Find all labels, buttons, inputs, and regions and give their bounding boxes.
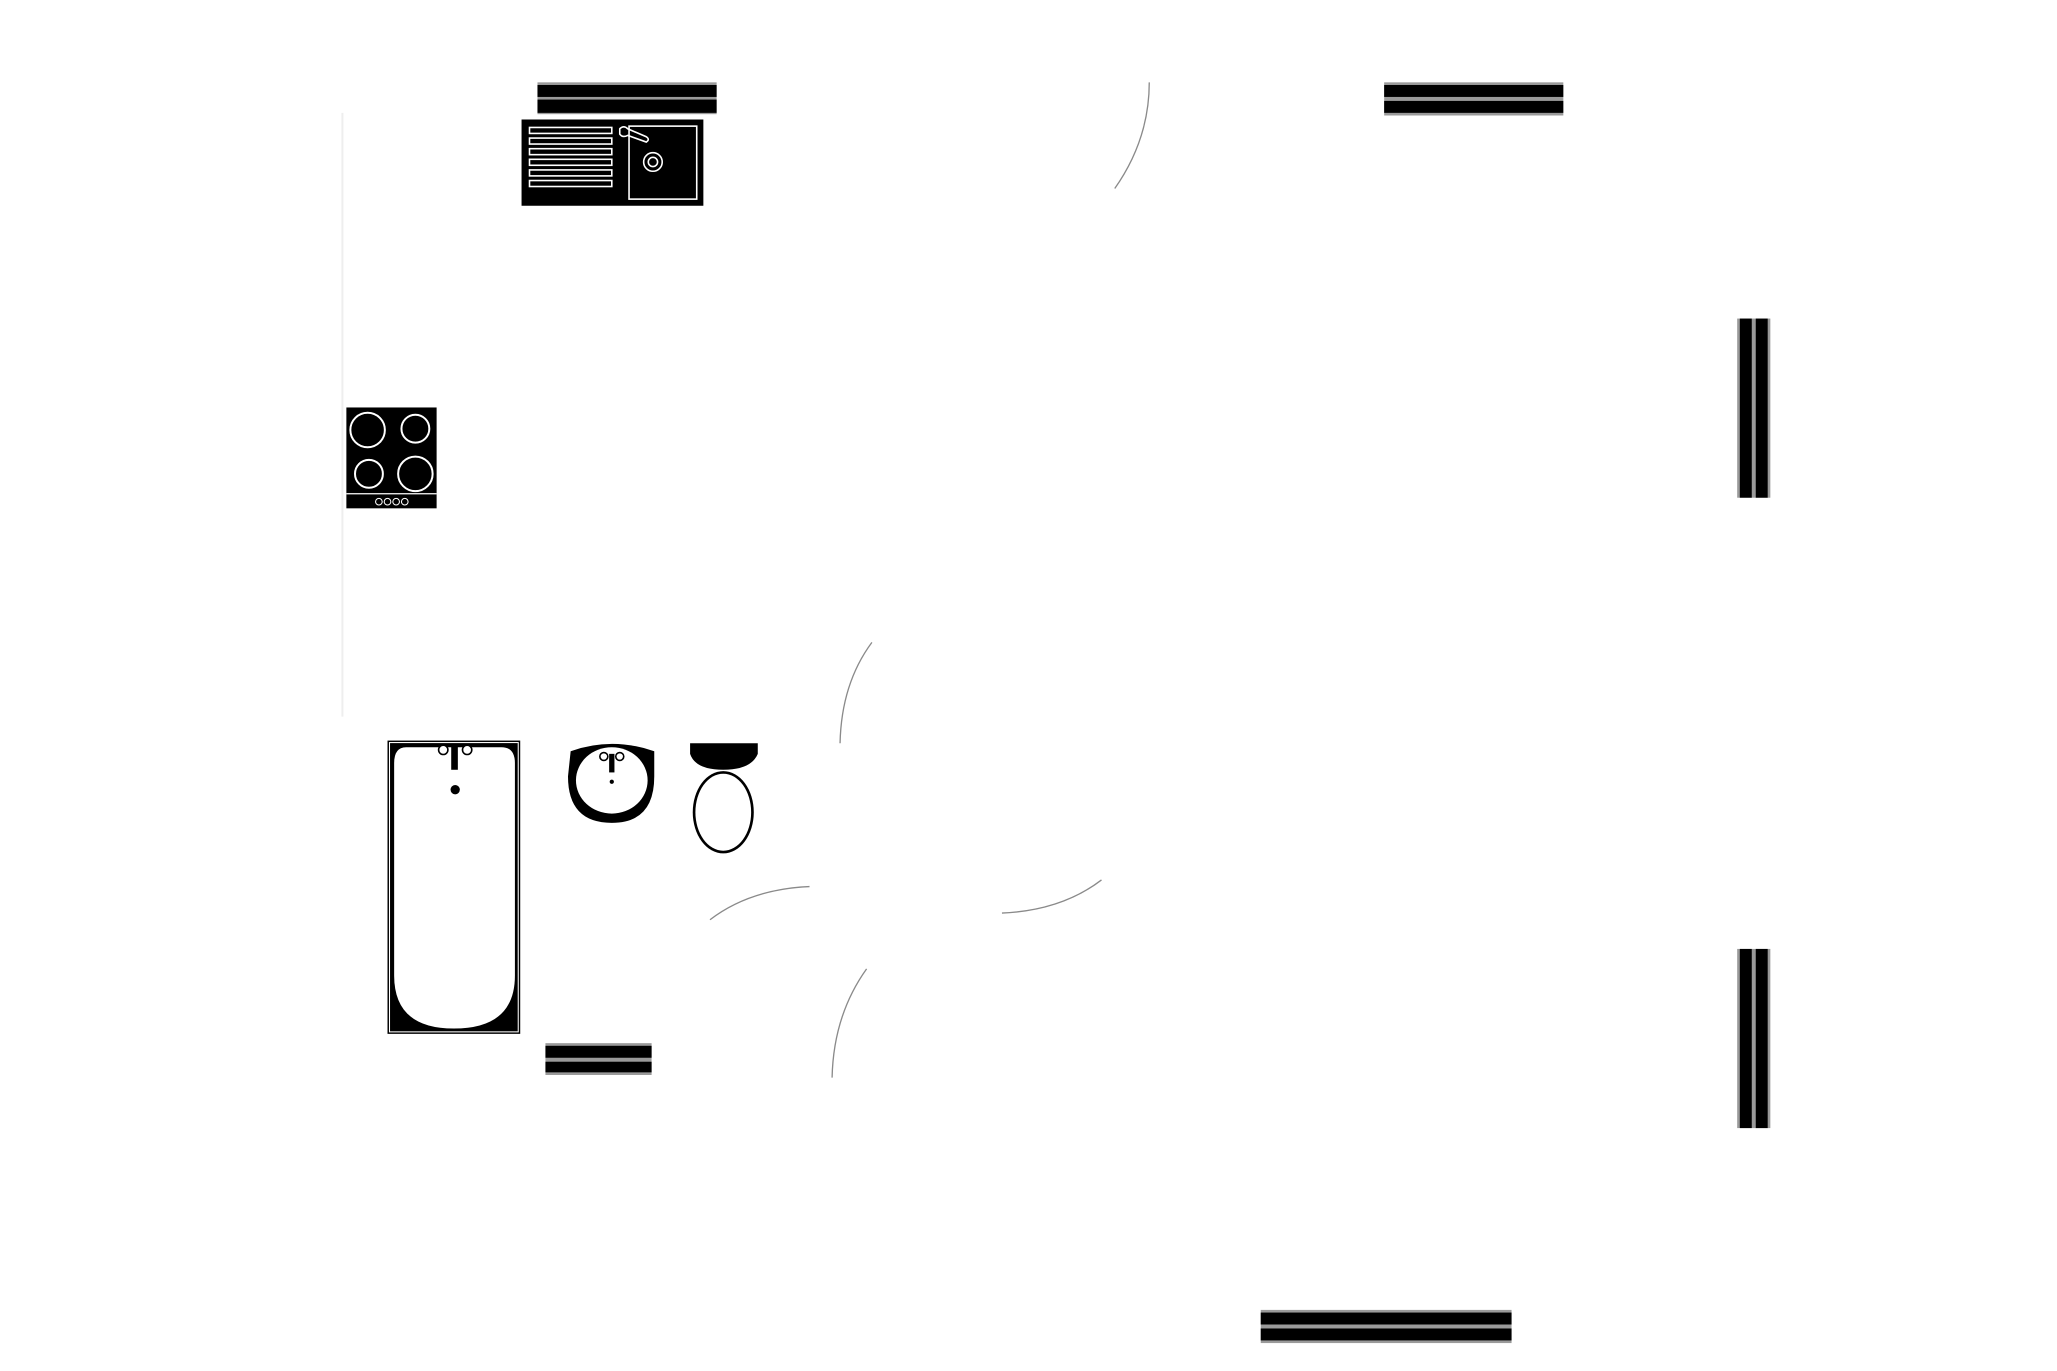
door-arc xyxy=(1001,879,1102,914)
hob-icon xyxy=(346,407,437,509)
door-arc xyxy=(831,968,868,1078)
window-top-right xyxy=(1384,82,1564,116)
window-bottom xyxy=(1260,1309,1512,1344)
toilet-icon xyxy=(690,743,758,854)
door-arc xyxy=(709,885,810,921)
bathtub-icon xyxy=(387,740,521,1034)
washbasin-icon xyxy=(567,743,655,823)
window-right-upper xyxy=(1737,318,1771,498)
window-top-left xyxy=(537,82,717,115)
door-arc xyxy=(839,641,873,744)
window-right-lower xyxy=(1737,948,1771,1129)
kitchen-sink-icon xyxy=(521,119,704,206)
window-bathroom xyxy=(545,1043,652,1076)
door-swings xyxy=(709,82,1150,1078)
door-arc xyxy=(1114,82,1150,189)
